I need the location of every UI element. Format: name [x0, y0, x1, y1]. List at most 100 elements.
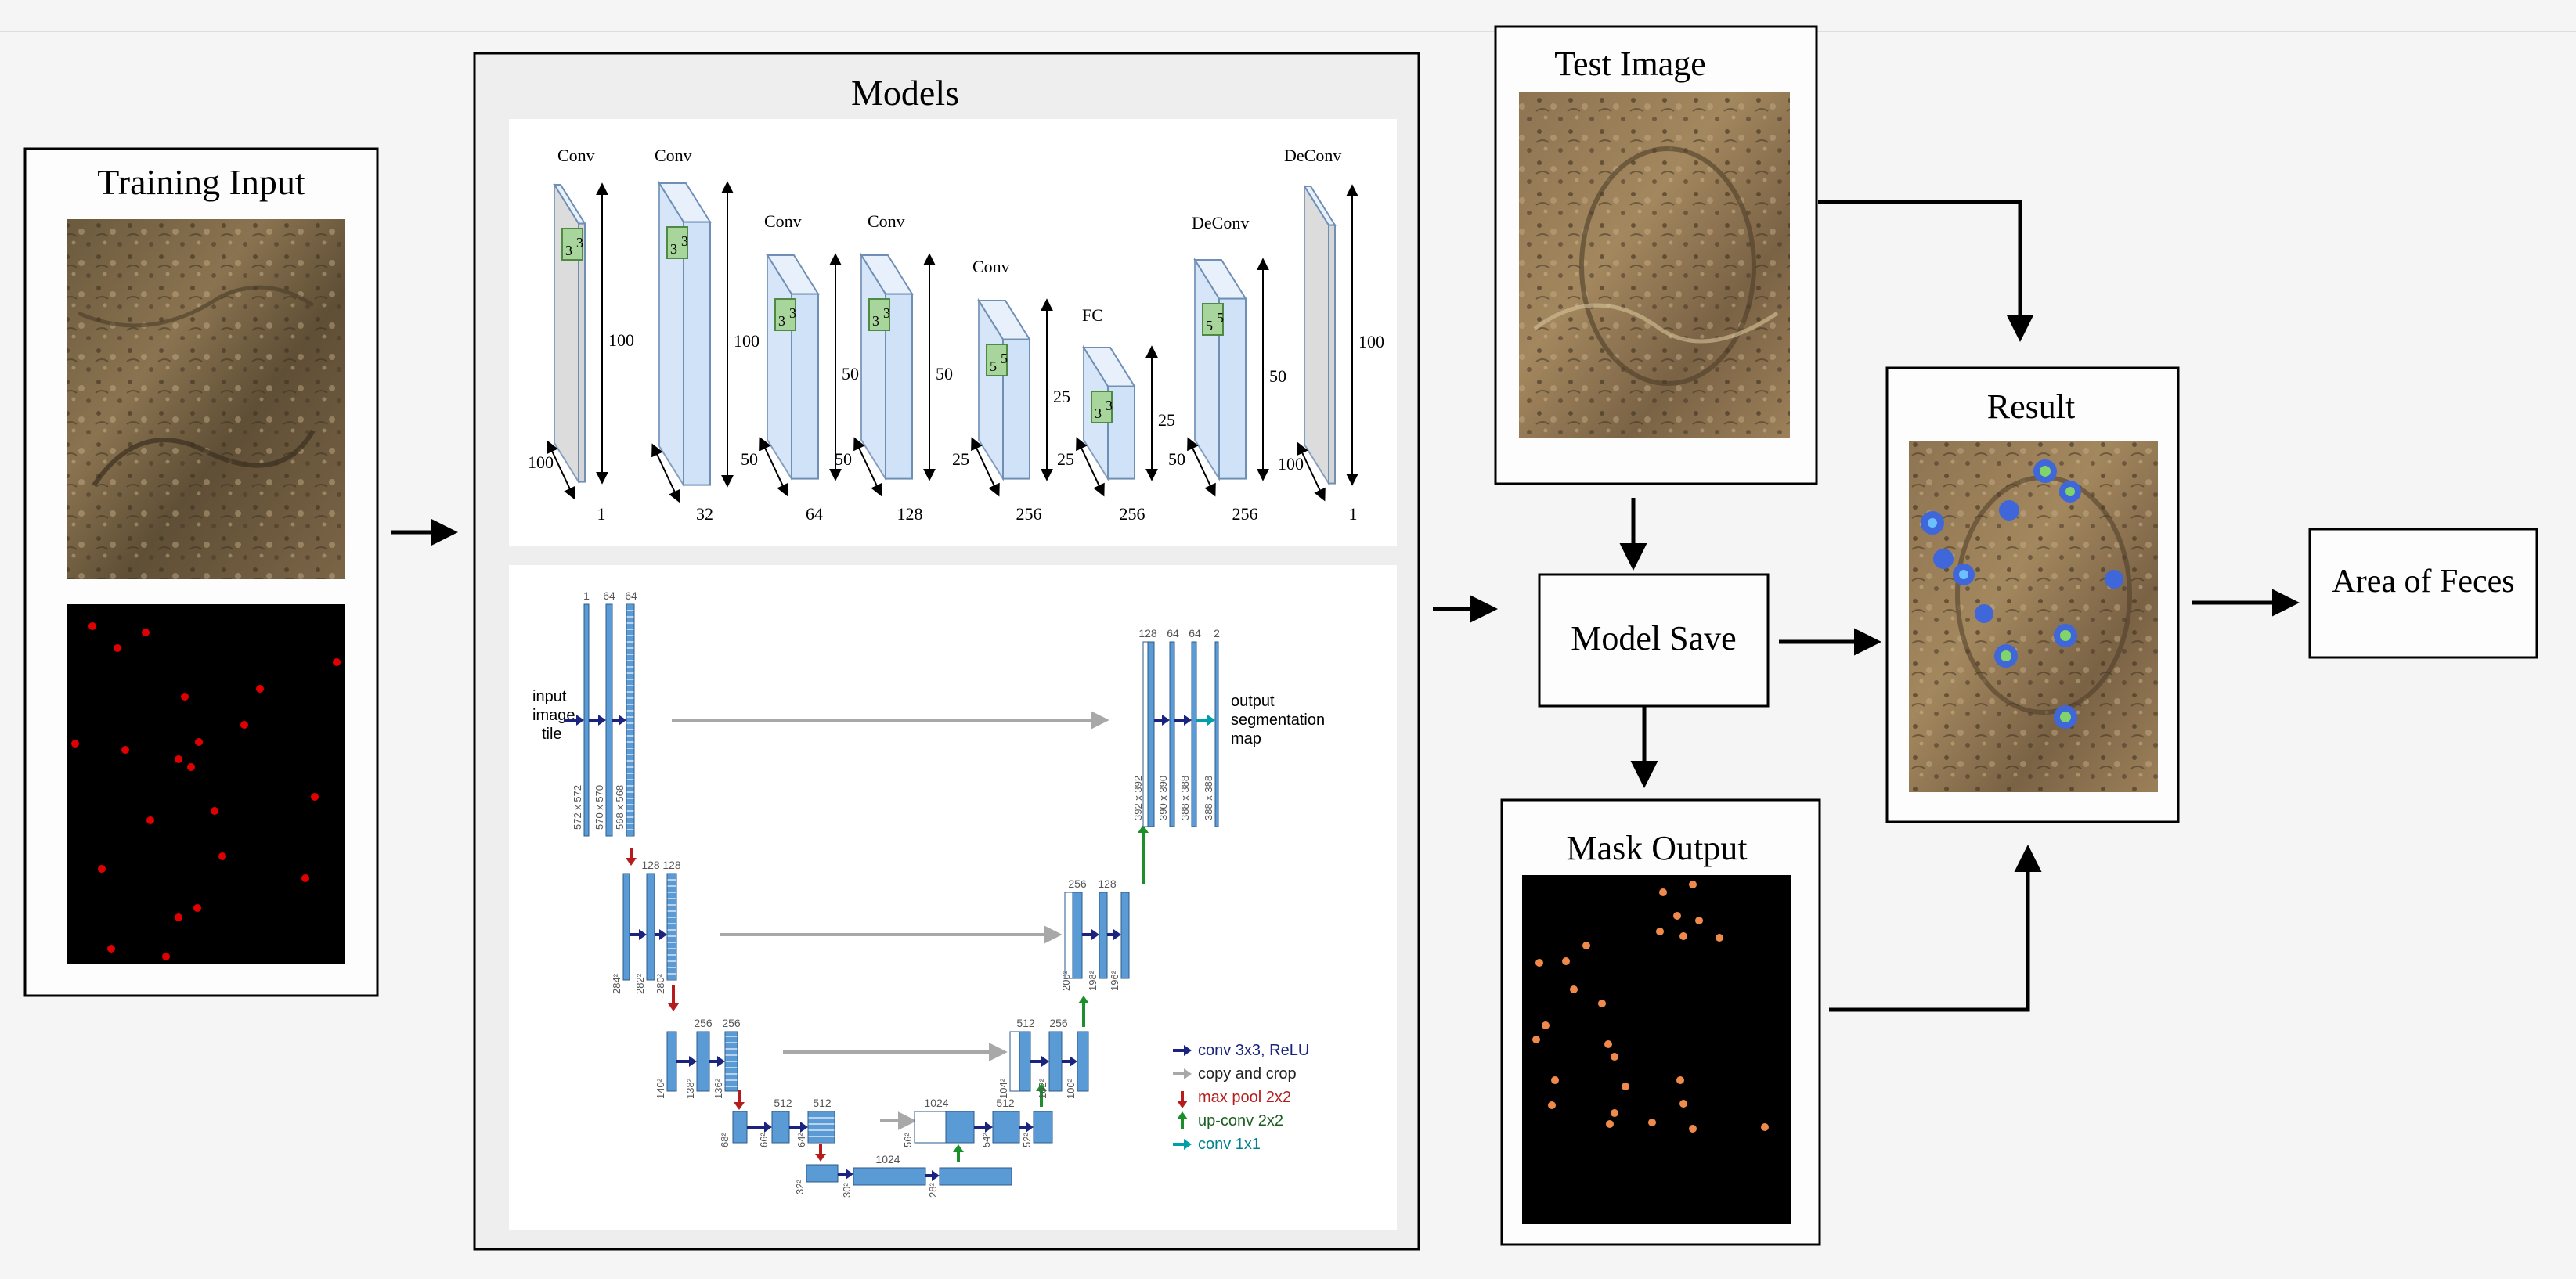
unet-dec1-out [1214, 641, 1219, 827]
cnn-block-side [860, 252, 886, 482]
unet-size-label: 138² [684, 1078, 696, 1099]
unet-legend-label: conv 3x3, ReLU [1198, 1042, 1309, 1059]
cnn-layer-label: Conv [972, 257, 1010, 276]
cnn-depth-label: 64 [806, 504, 823, 524]
unet-enc1-a [605, 603, 613, 837]
mask-output-panel: Mask Output [1500, 798, 1821, 1246]
unet-conv-arrow-head [1184, 715, 1192, 726]
cnn-kernel-size-a: 5 [990, 358, 997, 374]
unet-pool-arrow-3-head [734, 1102, 745, 1110]
unet-ch-label: 1 [583, 589, 590, 602]
cnn-layer-label: Conv [655, 146, 692, 165]
unet-enc3-b [696, 1031, 710, 1092]
cnn-layer-label: DeConv [1284, 146, 1341, 165]
unet-conv-arrow-head [598, 715, 606, 726]
cnn-depth-label: 32 [696, 504, 713, 524]
legend-arrow-head [1184, 1068, 1192, 1079]
cnn-width-arrow [971, 437, 1000, 497]
cnn-depth-label: 256 [1120, 504, 1145, 524]
unet-legend-label: up-conv 2x2 [1198, 1112, 1283, 1129]
cnn-layer-label: Conv [557, 146, 595, 165]
unet-dec4-c [1033, 1111, 1053, 1144]
unet-size-label: 104² [998, 1078, 1009, 1099]
unet-ch-label: 2 [1214, 627, 1220, 640]
unet-conv-arrow-head [985, 1122, 993, 1133]
cnn-height-label: 100 [608, 330, 634, 350]
unet-dec2-copy [1064, 892, 1073, 979]
unet-ch-label: 128 [662, 859, 681, 871]
unet-dec3-c [1077, 1031, 1089, 1092]
unet-size-label: 390 x 390 [1157, 776, 1169, 820]
cnn-height-label: 25 [1053, 387, 1070, 406]
unet-ch-label: 64 [625, 589, 637, 602]
unet-ch-label: 512 [813, 1097, 832, 1109]
cnn-block-front [1107, 385, 1135, 480]
unet-dec2-b [1099, 892, 1108, 979]
cnn-kernel-size-a: 3 [565, 243, 572, 258]
cnn-width-label: 25 [1057, 449, 1074, 469]
unet-output-label: output [1231, 693, 1275, 710]
unet-conv-arrow-head [659, 929, 667, 940]
unet-input-arrow-head [576, 715, 584, 726]
unet-ch-label: 1024 [875, 1153, 900, 1166]
area-of-feces-label: Area of Feces [2332, 564, 2514, 600]
legend-arrow-head [1184, 1139, 1192, 1150]
cnn-kernel-size-a: 3 [1095, 405, 1102, 421]
unet-size-label: 392 x 392 [1132, 776, 1144, 820]
unet-enc4-c [807, 1111, 835, 1144]
unet-ch-label: 128 [1098, 877, 1117, 890]
unet-size-label: 100² [1065, 1078, 1077, 1099]
cnn-width-arrow [1187, 437, 1216, 497]
unet-conv-arrow-head [1162, 715, 1170, 726]
unet-conv1x1-arrow-head [1207, 715, 1215, 726]
cnn-width-arrow [759, 437, 788, 497]
legend-arrow-head [1184, 1045, 1192, 1056]
unet-dec3-a [1019, 1031, 1031, 1092]
cnn-kernel [561, 228, 583, 261]
unet-input-label: input [532, 688, 567, 705]
unet-conv-arrow-head [800, 1122, 808, 1133]
cnn-block-front [578, 222, 586, 483]
unet-size-label: 68² [719, 1133, 731, 1147]
training-mask [67, 604, 345, 964]
mask-output-title: Mask Output [1567, 829, 1748, 867]
cnn-layer-label: DeConv [1192, 213, 1249, 232]
unet-ch-label: 256 [1068, 877, 1087, 890]
unet-ch-label: 128 [1138, 627, 1157, 640]
arrow-test-to-result [1818, 200, 2034, 342]
unet-size-label: 284² [611, 973, 622, 994]
cnn-block-side [767, 252, 792, 482]
training-input-panel: Training Input [23, 147, 379, 997]
unet-bottom-b [853, 1167, 926, 1186]
unet-size-label: 388 x 388 [1203, 776, 1214, 820]
unet-bottom-a [806, 1164, 839, 1183]
unet-size-label: 388 x 388 [1179, 776, 1191, 820]
cnn-depth-label: 1 [1349, 504, 1358, 524]
cnn-kernel-size-a: 3 [778, 313, 785, 329]
unet-input-label: tile [542, 726, 562, 743]
unet-legend-item: conv 3x3, ReLU [1173, 1042, 1309, 1059]
unet-size-label: 32² [794, 1180, 806, 1194]
unet-upconv-arrow-4-head [1138, 825, 1149, 833]
cnn-layer-label: Conv [764, 211, 802, 231]
test-photo [1519, 92, 1790, 438]
unet-conv-arrow-head [1070, 1056, 1077, 1067]
cnn-kernel [986, 344, 1008, 376]
unet-upconv-arrow-2-head [1036, 1083, 1047, 1091]
unet-legend-label: copy and crop [1198, 1065, 1297, 1083]
unet-size-label: 572 x 572 [572, 785, 583, 830]
unet-size-label: 28² [927, 1183, 939, 1198]
unet-ch-label: 256 [1049, 1017, 1068, 1029]
cnn-kernel [666, 226, 688, 259]
unet-legend-item: up-conv 2x2 [1177, 1111, 1283, 1129]
cnn-width-label: 50 [741, 449, 758, 469]
cnn-width-label: 50 [1168, 449, 1185, 469]
unet-enc1-b [626, 603, 635, 837]
unet-size-label: 66² [758, 1133, 770, 1147]
unet-enc2-b [646, 873, 655, 981]
cnn-kernel-size-a: 3 [670, 241, 677, 257]
test-image-title: Test Image [1554, 45, 1706, 83]
